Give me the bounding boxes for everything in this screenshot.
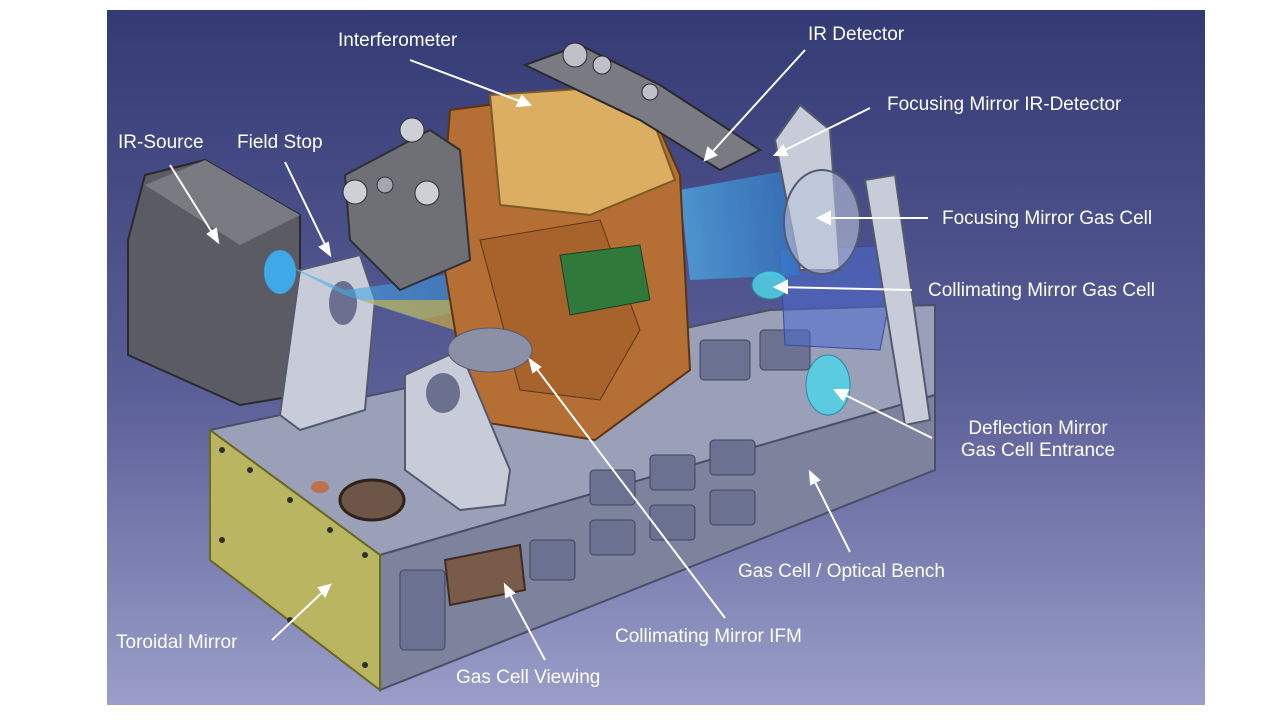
- leader-collimating-gas-cell-arrow: [772, 279, 788, 295]
- interferometer-assembly: [438, 83, 692, 442]
- leader-toroidal-arrow: [317, 583, 332, 598]
- label-focusing-mirror-ir-detector: Focusing Mirror IR-Detector: [887, 94, 1122, 115]
- leader-deflection-mirror: [834, 389, 933, 439]
- leader-deflection-mirror-arrow: [832, 389, 850, 402]
- label-deflection-mirror-line2: Gas Cell Entrance: [960, 440, 1116, 461]
- leader-collimating-ifm: [529, 359, 726, 619]
- label-collimating-mirror-gas-cell: Collimating Mirror Gas Cell: [928, 280, 1155, 301]
- label-ir-detector: IR Detector: [808, 24, 905, 45]
- leader-ir-detector: [704, 49, 806, 161]
- leader-optical-bench-arrow: [808, 469, 821, 486]
- ir-beam-detector: [680, 170, 800, 280]
- leader-ir-detector-arrow: [703, 146, 718, 162]
- leader-ir-source-arrow: [206, 227, 220, 245]
- leader-field-stop-arrow: [318, 241, 332, 258]
- leader-field-stop: [284, 161, 331, 256]
- leader-interferometer: [409, 59, 531, 106]
- leader-toroidal: [271, 584, 331, 641]
- gas-cell-port-small: [311, 481, 329, 493]
- leader-focusing-ir: [774, 107, 871, 156]
- leader-gas-cell-viewing-arrow: [503, 582, 516, 599]
- leader-collimating-gas-cell: [774, 286, 913, 291]
- label-toroidal-mirror: Toroidal Mirror: [116, 632, 238, 653]
- label-ir-source: IR-Source: [118, 132, 204, 153]
- leader-focusing-ir-arrow: [772, 144, 789, 156]
- toroidal-mirror-bolts: [219, 447, 368, 668]
- leader-ir-source: [169, 164, 219, 243]
- toroidal-mirror-block: [209, 428, 381, 693]
- label-gas-cell-optical-bench: Gas Cell / Optical Bench: [738, 561, 945, 582]
- gas-cell-port: [338, 478, 406, 522]
- label-deflection-mirror: Deflection Mirror Gas Cell Entrance: [938, 418, 1138, 462]
- deflection-mirror: [805, 354, 851, 416]
- leader-gas-cell-viewing: [504, 584, 546, 661]
- label-interferometer: Interferometer: [338, 30, 458, 51]
- leader-interferometer-arrow: [515, 94, 533, 108]
- label-gas-cell-viewing: Gas Cell Viewing: [456, 667, 601, 688]
- leader-collimating-ifm-arrow: [528, 357, 542, 374]
- ir-detector-mount: [522, 42, 763, 172]
- field-stop-plate: [278, 253, 377, 432]
- label-collimating-mirror-ifm: Collimating Mirror IFM: [615, 626, 802, 647]
- leader-optical-bench: [809, 471, 851, 553]
- interferometer-mount: [342, 117, 472, 292]
- label-field-stop: Field Stop: [237, 132, 323, 153]
- collimating-mirror-ifm-mount: [404, 327, 533, 512]
- label-deflection-mirror-line1: Deflection Mirror: [968, 418, 1108, 439]
- leader-lines: [169, 49, 933, 661]
- leader-focusing-gas-cell-arrow: [815, 210, 831, 226]
- ir-source-housing: [127, 158, 301, 407]
- label-focusing-mirror-gas-cell: Focusing Mirror Gas Cell: [942, 208, 1153, 229]
